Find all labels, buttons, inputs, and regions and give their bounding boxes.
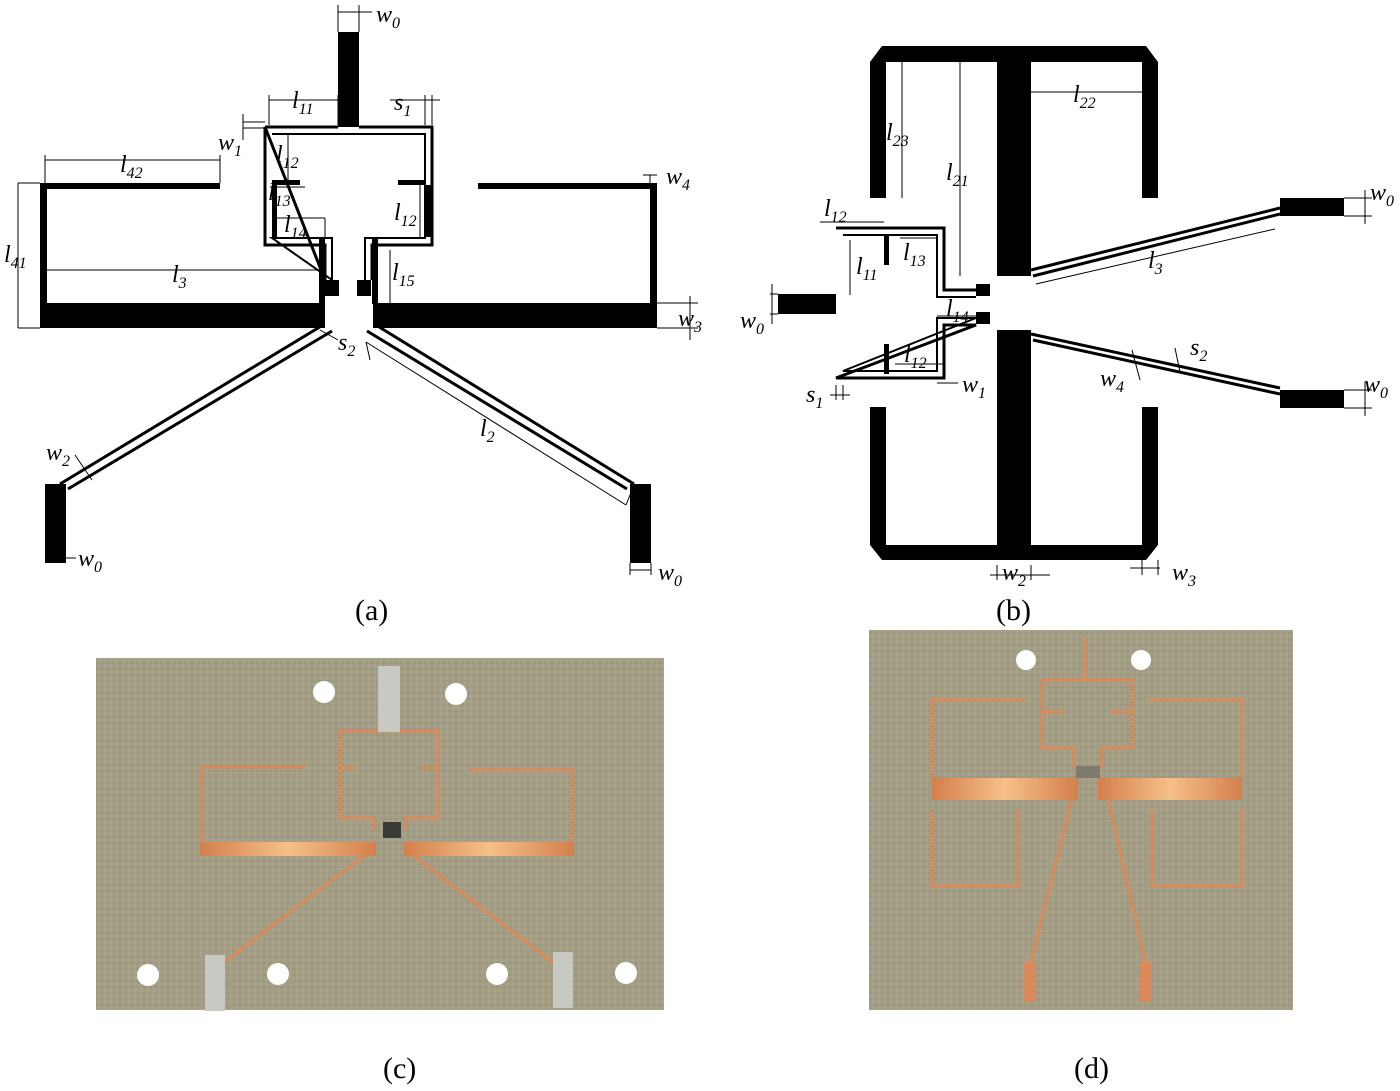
label-a-l15: l15	[392, 260, 415, 290]
label-b-w0-left: w0	[740, 308, 764, 338]
label-b-l11: l11	[856, 254, 877, 284]
component-chip	[383, 822, 401, 838]
label-b-l3: l3	[1148, 248, 1163, 278]
solder-feed-right	[553, 952, 573, 1008]
label-a-w0-left: w0	[78, 546, 102, 576]
label-a-w1: w1	[218, 130, 242, 160]
copper-strip-right	[1098, 778, 1242, 800]
label-a-w0-top: w0	[376, 2, 400, 32]
label-b-w0-right-top: w0	[1370, 180, 1394, 210]
label-b-s1: s1	[806, 382, 823, 412]
mount-hole	[313, 681, 335, 703]
caption-c: (c)	[383, 1052, 416, 1085]
caption-a: (a)	[355, 594, 388, 627]
label-b-w4: w4	[1100, 366, 1124, 396]
label-b-l14: l14	[946, 296, 969, 326]
label-a-s2: s2	[338, 330, 355, 360]
label-a-s1: s1	[394, 90, 411, 120]
label-a-l2: l2	[480, 416, 495, 446]
label-b-w1: w1	[962, 372, 986, 402]
label-b-w3: w3	[1172, 560, 1196, 590]
label-b-l21: l21	[946, 160, 969, 190]
panel-b-dimension-labels: l22 l23 l21 l12 l11 l13 l3 w0 w0 l14 l12…	[740, 82, 1394, 590]
panel-d-photo	[869, 630, 1293, 1010]
label-a-w3: w3	[678, 306, 702, 336]
mount-hole	[267, 963, 289, 985]
label-a-w4: w4	[666, 164, 690, 194]
label-b-w0-right-bottom: w0	[1364, 372, 1388, 402]
label-a-l11: l11	[292, 88, 313, 118]
label-b-l12-bottom: l12	[904, 342, 927, 372]
label-b-l22: l22	[1073, 82, 1096, 112]
solder-feed-left	[205, 955, 225, 1011]
label-b-l12-top: l12	[824, 196, 847, 226]
mount-hole	[486, 963, 508, 985]
label-a-l12-upper: l12	[276, 142, 299, 172]
copper-strip-right	[404, 842, 574, 856]
panel-a-dimension-labels: w0 l11 s1 w1 l42 l12 l13 l14 l12 w4 l41 …	[4, 2, 702, 590]
mount-hole	[1131, 650, 1151, 670]
copper-strip-left	[932, 778, 1078, 800]
label-a-l12-lower: l12	[394, 200, 417, 230]
caption-b: (b)	[996, 594, 1031, 627]
copper-feed-right	[1140, 962, 1152, 1002]
label-a-l13: l13	[268, 180, 291, 210]
solder-feed-top	[378, 666, 400, 732]
copper-strip-left	[200, 842, 376, 856]
copper-feed-left	[1024, 962, 1036, 1002]
mount-hole	[615, 962, 637, 984]
label-a-w0-right: w0	[658, 560, 682, 590]
label-b-s2: s2	[1190, 335, 1207, 365]
substrate-d	[869, 630, 1293, 1010]
caption-d: (d)	[1074, 1052, 1109, 1085]
component-chip	[1076, 766, 1100, 778]
label-a-l3: l3	[172, 262, 187, 292]
panel-c-photo	[96, 658, 664, 1011]
label-a-w2: w2	[46, 440, 70, 470]
panel-b-layout	[770, 46, 1372, 580]
label-a-l42: l42	[120, 152, 143, 182]
label-b-l13: l13	[903, 240, 926, 270]
mount-hole	[1016, 650, 1036, 670]
label-b-l23: l23	[886, 120, 909, 150]
label-b-w2: w2	[1002, 560, 1026, 590]
panel-a-layout	[17, 5, 698, 575]
mount-hole	[445, 683, 467, 705]
label-a-l14: l14	[284, 212, 307, 242]
label-a-l41: l41	[4, 242, 27, 272]
mount-hole	[137, 964, 159, 986]
